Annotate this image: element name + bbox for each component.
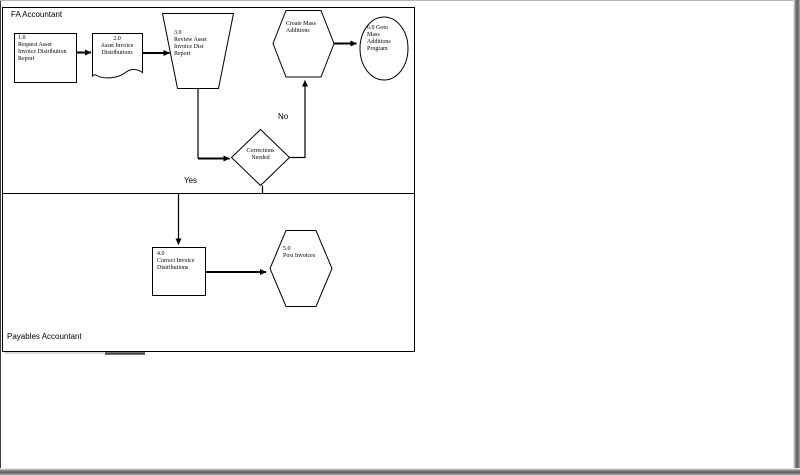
label-goto-mass-additions: 6.0 Goto Mass Additions Program: [367, 25, 391, 52]
terminator-shape-goto-mass-additions: [359, 16, 409, 81]
label-correct-invoice-distributions: 4.0 Correct Invoice Distributions: [157, 251, 195, 271]
lane-title-payables-accountant: Payables Accountant: [7, 332, 82, 341]
swimlane-frame: [2, 7, 415, 352]
label-corrections-needed: Corrections Needed: [246, 148, 275, 161]
label-branch-no: No: [278, 112, 289, 121]
lane-title-fa-accountant: FA Accountant: [11, 10, 63, 19]
document-shape-asset-invoice-distributions: [92, 33, 143, 79]
frame-edge-left: [0, 0, 1, 469]
label-asset-invoice-distributions: 2.0 Asset Invoice Distributions: [100, 36, 134, 56]
label-review-report: 3.0 Review Asset Invoice Dist Report: [174, 30, 207, 57]
preparation-shape-post-invoices: [269, 230, 333, 307]
process-shape-correct-invoice-distributions: [152, 247, 206, 296]
frame-edge-bottom: [0, 468, 800, 475]
label-request-report: 1.0 Request Asset Invoice Distribution R…: [18, 35, 67, 62]
process-shape-request-report: [14, 33, 77, 83]
label-create-mass-additions: Create Mass Additions: [286, 21, 316, 34]
connector-decision-no-to-create-mass-additions: [289, 80, 308, 159]
label-post-invoices: 5.0 Post Invoices: [283, 246, 316, 259]
frame-edge-right: [793, 0, 800, 475]
label-branch-yes: Yes: [184, 176, 198, 185]
frame-edge-top: [0, 0, 794, 1]
manual-operation-shape-review-report: [161, 13, 235, 89]
